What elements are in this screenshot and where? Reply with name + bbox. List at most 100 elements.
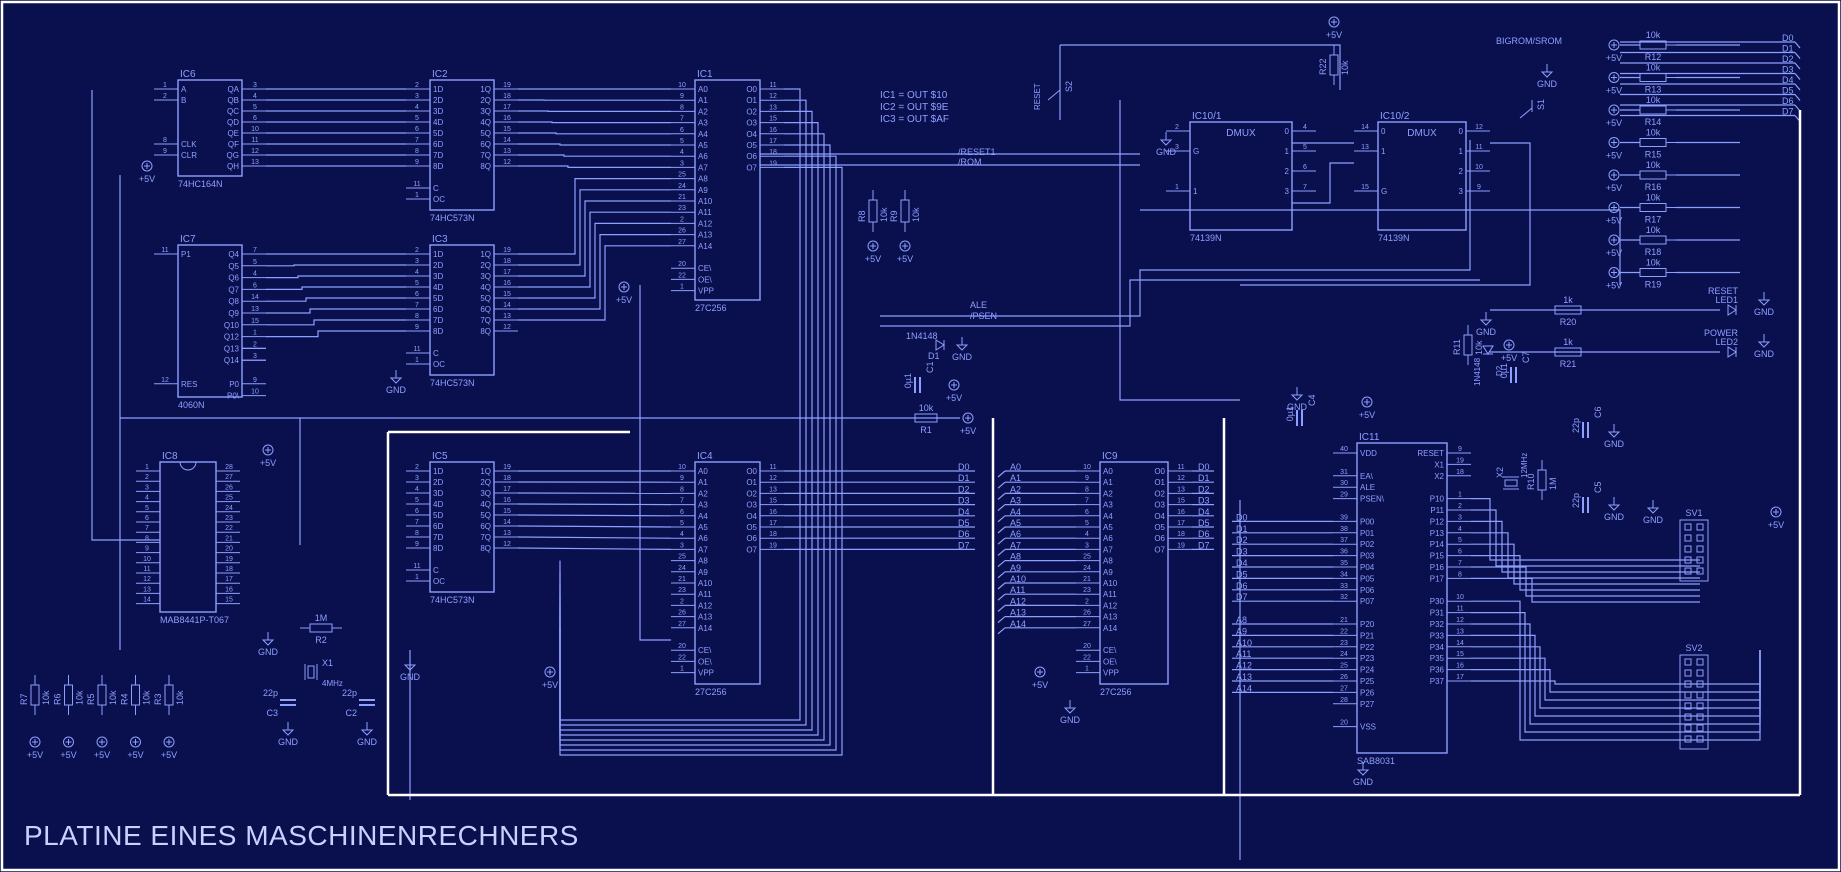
gnd-triangle — [1607, 504, 1621, 511]
vcc-symbol: +5V — [1606, 104, 1622, 128]
bus-label: D2 — [1198, 484, 1210, 494]
wire — [997, 537, 1006, 545]
cap-ref: C2 — [345, 708, 357, 718]
pin-name: 4Q — [480, 500, 491, 509]
wire — [518, 189, 671, 266]
connector-pin — [1696, 556, 1704, 564]
pin-number: 7 — [415, 137, 419, 144]
gnd-label: GND — [1604, 439, 1625, 449]
vcc-symbol: +5V — [1032, 666, 1048, 690]
chip-ref: IC9 — [1102, 451, 1118, 462]
pin-number: 4 — [253, 271, 257, 278]
resistor-ref: R13 — [1645, 85, 1662, 95]
gnd-symbol: GND — [1604, 424, 1625, 449]
pin-name: A — [181, 85, 187, 94]
pin-number: 23 — [225, 515, 233, 522]
pin-number: 1 — [680, 284, 684, 291]
pin-name: P07 — [1360, 597, 1375, 606]
pin-number: 26 — [1340, 674, 1348, 681]
pin-name: VDD — [1360, 449, 1377, 458]
gnd-triangle — [1290, 394, 1304, 401]
wire — [518, 132, 671, 135]
vcc-symbol: +5V — [897, 240, 913, 264]
pin-number: 16 — [503, 280, 511, 287]
pin-name: Q12 — [224, 333, 240, 342]
pin-name: Q10 — [224, 321, 240, 330]
pin-name: P30 — [1430, 597, 1445, 606]
connector-pin — [1684, 567, 1692, 575]
vcc-ring — [1503, 339, 1515, 351]
vcc-ring — [1361, 396, 1373, 408]
pin-number: 10 — [1475, 164, 1483, 171]
wire — [266, 286, 406, 290]
cap-ref: C4 — [1307, 394, 1317, 406]
wire — [1292, 162, 1354, 204]
pin-number: 4 — [680, 531, 684, 538]
pin-name: O0 — [1154, 467, 1165, 476]
pin-name: A1 — [1103, 478, 1113, 487]
resistor-body — [1639, 203, 1667, 212]
pin-name: 1 — [1193, 187, 1198, 196]
resistor-ref: R6 — [53, 693, 63, 705]
pin-number: 10 — [251, 389, 259, 396]
gnd-label: GND — [1754, 307, 1775, 317]
pin-name: A0 — [698, 85, 708, 94]
vcc-label: +5V — [1606, 53, 1622, 63]
wire — [266, 297, 406, 302]
pin-number: 17 — [503, 269, 511, 276]
pin-name: 5D — [433, 294, 443, 303]
gnd-label: GND — [952, 352, 973, 362]
wire — [1060, 44, 1341, 90]
pin-name: A7 — [698, 163, 708, 172]
vcc-ring — [544, 666, 556, 678]
vcc-label: +5V — [1501, 353, 1517, 363]
pin-number: 13 — [769, 486, 777, 493]
chip-type: 74HC573N — [430, 378, 475, 388]
pin-name: OE\ — [698, 657, 713, 666]
gnd-label: GND — [1604, 512, 1625, 522]
pin-name: 1D — [433, 250, 443, 259]
pin-number: 3 — [253, 353, 257, 360]
signal-ale: ALE — [970, 300, 987, 310]
pin-number: 2 — [680, 216, 684, 223]
pin-number: 30 — [1340, 480, 1348, 487]
switch-lever — [1519, 107, 1533, 119]
pin-number: 8 — [1085, 486, 1089, 493]
pin-number: 22 — [225, 525, 233, 532]
pin-name: P1 — [181, 250, 191, 259]
wire — [1471, 498, 1700, 561]
connector-pin — [1684, 735, 1692, 743]
connector-pin — [1684, 680, 1692, 688]
resistor-value: 1M — [1548, 477, 1558, 490]
connector-pin — [1684, 724, 1692, 732]
pin-number: 4 — [415, 104, 419, 111]
chip-ic3: IC374HC573N1D22D33D44D55D66D77D88D9C11OC… — [406, 234, 518, 388]
pin-name: A5 — [1103, 523, 1113, 532]
gnd-label: GND — [357, 737, 378, 747]
pin-name: Q7 — [228, 285, 239, 294]
resistor-ref: R21 — [1560, 359, 1577, 369]
wire — [517, 536, 672, 539]
vcc-symbol: +5V — [127, 736, 144, 760]
vcc-symbol: +5V — [946, 379, 962, 403]
connector-pin — [1684, 702, 1692, 710]
vcc-ring — [618, 281, 630, 293]
vcc-symbol: +5V — [1606, 39, 1622, 63]
pin-name: 6Q — [480, 522, 491, 531]
pin-number: 12 — [769, 93, 777, 100]
vcc-symbol: +5V — [1501, 339, 1517, 363]
crystal-body — [1504, 479, 1518, 487]
bus-label: A14 — [1010, 619, 1026, 629]
pin-name: VPP — [698, 669, 714, 678]
pin-name: A4 — [698, 512, 708, 521]
pin-number: 2 — [1175, 124, 1179, 131]
pin-number: 2 — [415, 464, 419, 471]
chip-ic5: IC574HC573N1D22D33D44D55D66D77D88D9C11OC… — [406, 451, 518, 605]
